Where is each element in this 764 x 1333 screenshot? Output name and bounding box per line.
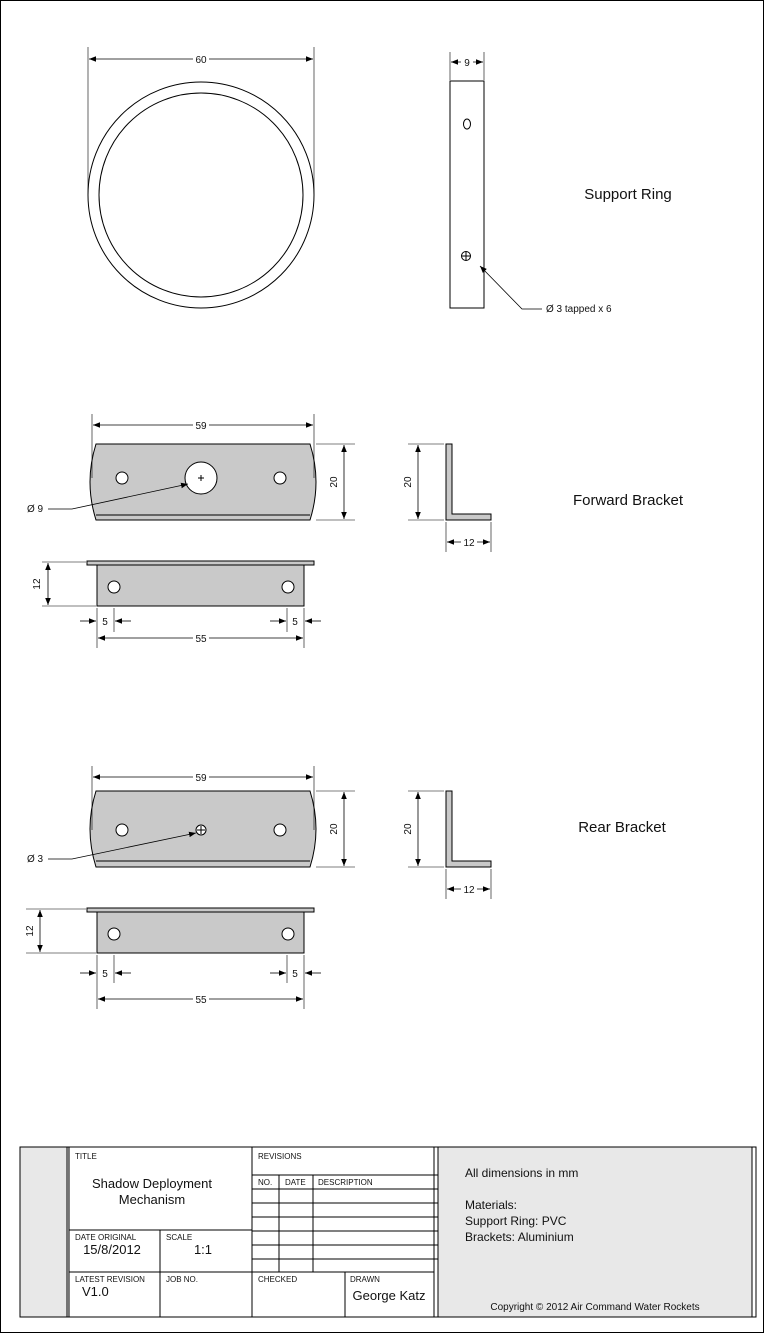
forward-side-width-value: 12 xyxy=(463,538,475,549)
rear-span-value: 55 xyxy=(195,995,207,1006)
forward-bracket-right-hole xyxy=(273,471,287,485)
rear-bracket-left-hole xyxy=(115,823,129,837)
rear-height-value: 20 xyxy=(329,823,340,835)
forward-bracket-label: Forward Bracket xyxy=(573,492,684,509)
ring-diameter-value: 60 xyxy=(195,55,207,66)
rear-hole-note: Ø 3 xyxy=(27,854,44,865)
rear-bracket-flange xyxy=(86,907,315,913)
forward-bracket-flange xyxy=(86,560,315,566)
ring-side-hole-oval xyxy=(463,118,471,130)
copyright-notice: Copyright © 2012 Air Command Water Rocke… xyxy=(490,1302,699,1313)
notes-bracket-material: Brackets: Aluminium xyxy=(465,1230,574,1244)
latest-revision-label: LATEST REVISION xyxy=(75,1275,145,1284)
scale-value: 1:1 xyxy=(194,1242,212,1257)
date-original-value: 15/8/2012 xyxy=(83,1242,141,1257)
forward-edge-left-value: 5 xyxy=(102,617,108,628)
rear-depth-value: 12 xyxy=(25,925,36,937)
forward-height-value: 20 xyxy=(329,476,340,488)
notes-materials: Materials: xyxy=(465,1198,517,1212)
ring-width-value: 9 xyxy=(464,58,470,69)
rear-bracket-label: Rear Bracket xyxy=(578,819,666,836)
rear-length-value: 59 xyxy=(195,773,207,784)
support-ring-label: Support Ring xyxy=(584,186,672,203)
revisions-label: REVISIONS xyxy=(258,1152,302,1161)
title-block: TITLE Shadow Deployment Mechanism REVISI… xyxy=(19,1146,757,1318)
rev-description-header: DESCRIPTION xyxy=(318,1178,373,1187)
rear-bottom-right-hole xyxy=(281,927,295,941)
support-ring-group: 60 9 Ø 3 tapped x 6 Support Ring xyxy=(87,47,672,315)
forward-bracket-side-view xyxy=(445,443,492,521)
rev-no-header: NO. xyxy=(258,1178,272,1187)
forward-bracket-group: 59 20 Ø 9 20 12 Forward Bracket 12 xyxy=(27,414,684,648)
title-block-left-strip xyxy=(19,1146,70,1318)
ring-hole-leader xyxy=(479,265,542,310)
support-ring-inner-circle xyxy=(98,92,304,298)
ring-hole-note: Ø 3 tapped x 6 xyxy=(546,304,612,315)
rear-edge-right-value: 5 xyxy=(292,969,298,980)
rear-bracket-group: 59 20 Ø 3 20 12 Rear Bracket 12 5 xyxy=(25,766,667,1009)
forward-length-value: 59 xyxy=(195,421,207,432)
forward-bottom-right-hole xyxy=(281,580,295,594)
checked-label: CHECKED xyxy=(258,1275,297,1284)
drawing-title-line1: Shadow Deployment xyxy=(92,1176,212,1191)
title-block-notes-panel xyxy=(437,1146,753,1318)
title-label: TITLE xyxy=(75,1152,97,1161)
support-ring-side-view xyxy=(449,80,485,309)
scale-label: SCALE xyxy=(166,1233,192,1242)
forward-bracket-bottom-view xyxy=(96,564,305,607)
forward-edge-right-value: 5 xyxy=(292,617,298,628)
drawn-label: DRAWN xyxy=(350,1275,380,1284)
forward-span-value: 55 xyxy=(195,634,207,645)
forward-hole-leader xyxy=(48,482,189,510)
rear-hole-leader xyxy=(48,831,197,860)
rear-edge-left-value: 5 xyxy=(102,969,108,980)
forward-bracket-left-hole xyxy=(115,471,129,485)
rear-bracket-bottom-view xyxy=(96,911,305,954)
forward-hole-note: Ø 9 xyxy=(27,504,44,515)
rev-date-header: DATE xyxy=(285,1178,306,1187)
drawn-by-value: George Katz xyxy=(353,1288,426,1303)
notes-ring-material: Support Ring: PVC xyxy=(465,1214,567,1228)
rear-bracket-right-hole xyxy=(273,823,287,837)
notes-units: All dimensions in mm xyxy=(465,1166,578,1180)
drawing-title-line2: Mechanism xyxy=(119,1192,185,1207)
job-no-label: JOB NO. xyxy=(166,1275,198,1284)
forward-depth-value: 12 xyxy=(32,578,43,590)
rear-side-height-value: 20 xyxy=(403,823,414,835)
rear-side-width-value: 12 xyxy=(463,885,475,896)
forward-bottom-left-hole xyxy=(107,580,121,594)
forward-side-height-value: 20 xyxy=(403,476,414,488)
latest-revision-value: V1.0 xyxy=(82,1284,109,1299)
rear-bottom-left-hole xyxy=(107,927,121,941)
rear-bracket-side-view xyxy=(445,790,492,868)
date-original-label: DATE ORIGINAL xyxy=(75,1233,137,1242)
